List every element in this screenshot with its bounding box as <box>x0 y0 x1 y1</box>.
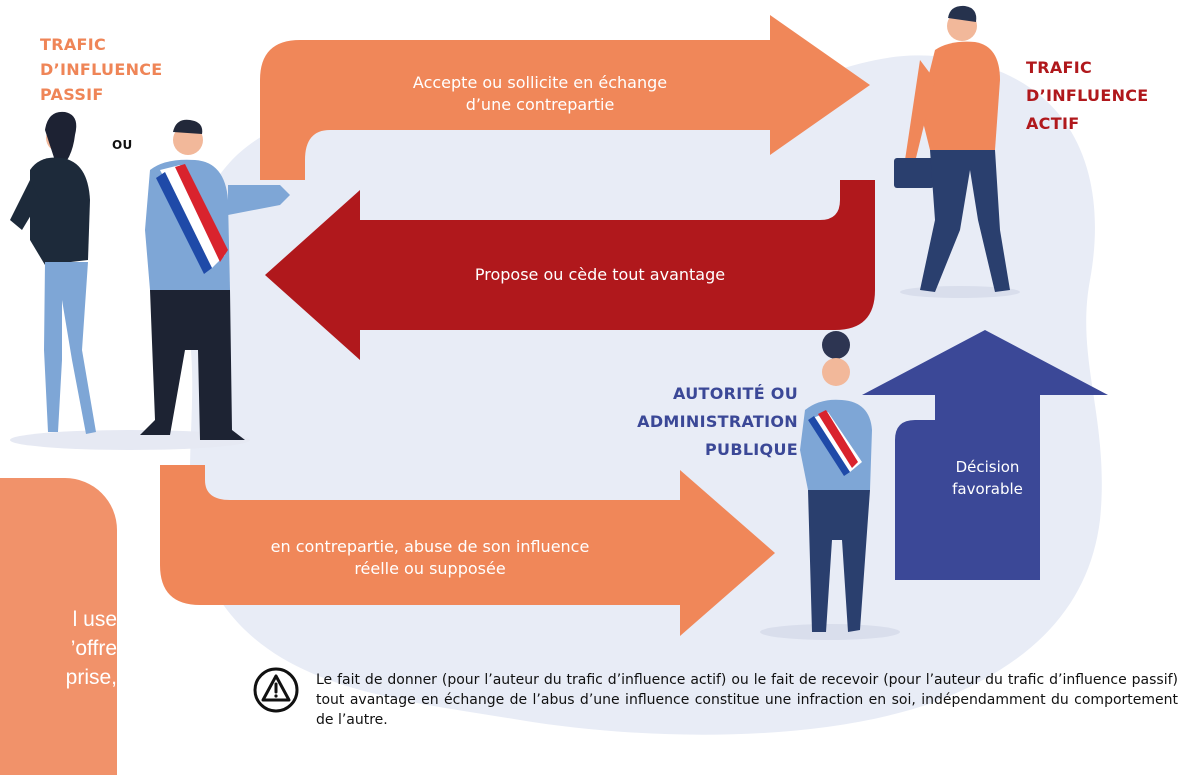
authority-woman-figure <box>760 331 900 640</box>
active-briefcase-figure <box>894 5 1020 298</box>
or-label: OU <box>112 138 133 152</box>
arrow-middle-text: Propose ou cède tout avantage <box>474 265 726 284</box>
authority-label: AUTORITÉ OU ADMINISTRATION PUBLIQUE <box>637 384 798 459</box>
arrow-top <box>260 15 870 180</box>
active-label: TRAFIC D’INFLUENCE ACTIF <box>1026 58 1149 133</box>
arrow-middle <box>265 180 875 360</box>
arrow-top-text: Accepte ou sollicite en échange d’une co… <box>412 73 668 114</box>
arrow-up <box>862 330 1108 580</box>
warning-triangle-icon <box>253 667 299 713</box>
arrow-bottom <box>160 465 775 636</box>
arrow-bottom-text: en contrepartie, abuse de son influence … <box>270 537 590 578</box>
passive-label: TRAFIC D’INFLUENCE PASSIF <box>40 35 163 104</box>
side-card-text: l use ’offre prise, <box>65 608 117 689</box>
side-card: l use ’offre prise, <box>0 478 117 775</box>
passive-woman-figure <box>10 111 250 450</box>
warning-note: Le fait de donner (pour l’auteur du traf… <box>316 672 1178 728</box>
passive-official-figure <box>140 119 290 440</box>
arrow-up-text: Décision favorable <box>952 458 1023 498</box>
